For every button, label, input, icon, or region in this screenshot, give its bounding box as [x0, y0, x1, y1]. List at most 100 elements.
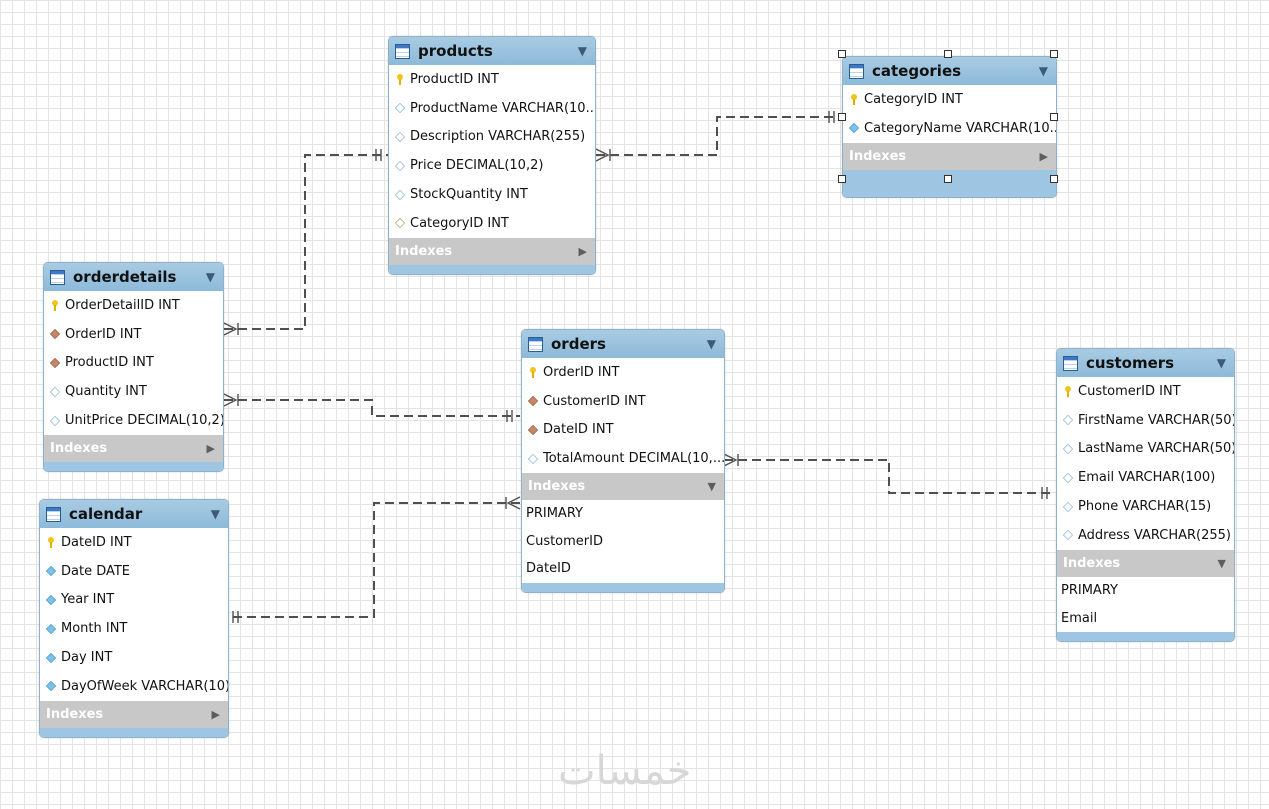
index-row[interactable]: PRIMARY	[1061, 583, 1118, 599]
table-icon	[849, 63, 864, 79]
column-row[interactable]: CustomerID INT	[1057, 377, 1234, 406]
column-row[interactable]: ProductName VARCHAR(10...	[389, 94, 595, 123]
column-row[interactable]: Date DATE	[40, 557, 228, 586]
table-header[interactable]: products ▼	[389, 37, 595, 65]
table-calendar[interactable]: calendar ▼ DateID INT Date DATE Year INT…	[39, 499, 229, 738]
resize-handle[interactable]	[944, 50, 952, 58]
collapse-arrow-icon[interactable]: ▼	[210, 507, 220, 521]
relationship-orders-customers[interactable]	[724, 459, 1055, 494]
collapse-arrow-icon[interactable]: ▼	[706, 337, 716, 351]
column-row[interactable]: DateID INT	[40, 528, 228, 557]
column-row[interactable]: Day INT	[40, 643, 228, 672]
watermark-logo: خمسات	[558, 748, 692, 794]
column-row[interactable]: LastName VARCHAR(50)	[1057, 435, 1234, 464]
table-customers[interactable]: customers ▼ CustomerID INT FirstName VAR…	[1056, 348, 1235, 642]
indexes-header[interactable]: Indexes▶	[389, 237, 595, 265]
column-label: LastName VARCHAR(50)	[1078, 441, 1234, 457]
table-products[interactable]: products ▼ ProductID INT ProductName VAR…	[388, 36, 596, 275]
column-row[interactable]: Email VARCHAR(100)	[1057, 463, 1234, 492]
index-row[interactable]: DateID	[526, 561, 571, 577]
column-label: Phone VARCHAR(15)	[1078, 499, 1212, 515]
indexes-header[interactable]: Indexes ▶	[44, 434, 223, 462]
collapse-arrow-icon[interactable]: ▼	[577, 44, 587, 58]
column-row[interactable]: OrderDetailID INT	[44, 291, 223, 320]
collapse-arrow-icon[interactable]: ▼	[1038, 64, 1048, 78]
column-row[interactable]: Year INT	[40, 586, 228, 615]
table-orders[interactable]: orders ▼ OrderID INT CustomerID INT Date…	[521, 329, 725, 593]
column-row[interactable]: DateID INT	[522, 416, 724, 445]
collapse-arrow-icon[interactable]: ▼	[707, 480, 716, 494]
resize-handle[interactable]	[838, 175, 846, 183]
column-row[interactable]: TotalAmount DECIMAL(10,...	[522, 444, 724, 473]
column-icon	[1062, 415, 1074, 426]
relationship-orders-calendar[interactable]	[228, 502, 520, 618]
column-row[interactable]: CategoryID INT	[389, 209, 595, 238]
column-label: OrderID INT	[543, 364, 620, 380]
column-row[interactable]: Address VARCHAR(255)	[1057, 521, 1234, 550]
expand-arrow-icon[interactable]: ▶	[206, 441, 215, 455]
column-label: CategoryName VARCHAR(10...	[864, 120, 1056, 136]
relationship-orderdetails-products[interactable]	[224, 154, 388, 330]
table-categories[interactable]: categories ▼ CategoryID INT CategoryName…	[842, 56, 1057, 198]
column-row[interactable]: CategoryName VARCHAR(10...	[843, 114, 1056, 143]
table-header[interactable]: orderdetails ▼	[44, 263, 223, 291]
column-row[interactable]: OrderID INT	[522, 358, 724, 387]
collapse-arrow-icon[interactable]: ▼	[1216, 356, 1226, 370]
relationship-products-categories[interactable]	[596, 116, 840, 156]
column-label: DayOfWeek VARCHAR(10)	[61, 678, 228, 694]
collapse-arrow-icon[interactable]: ▼	[205, 270, 215, 284]
primary-key-icon	[849, 94, 859, 106]
table-icon	[50, 269, 65, 285]
column-row[interactable]: CategoryID INT	[843, 85, 1056, 114]
indexes-header[interactable]: Indexes ▶	[40, 700, 228, 728]
column-row[interactable]: ProductID INT	[389, 65, 595, 94]
indexes-header[interactable]: Indexes▼	[1057, 549, 1234, 577]
column-row[interactable]: Phone VARCHAR(15)	[1057, 492, 1234, 521]
resize-handle[interactable]	[1050, 175, 1058, 183]
table-icon	[1063, 355, 1078, 371]
column-row[interactable]: Month INT	[40, 614, 228, 643]
column-row[interactable]: UnitPrice DECIMAL(10,2)	[44, 406, 223, 435]
resize-handle[interactable]	[944, 175, 952, 183]
column-label: Date DATE	[61, 563, 131, 579]
table-header[interactable]: categories ▼	[843, 57, 1056, 85]
column-row[interactable]: Description VARCHAR(255)	[389, 123, 595, 152]
column-label: DateID INT	[61, 534, 132, 550]
column-row[interactable]: StockQuantity INT	[389, 180, 595, 209]
column-row[interactable]: OrderID INT	[44, 320, 223, 349]
column-row[interactable]: Quantity INT	[44, 377, 223, 406]
indexes-header[interactable]: Indexes▶	[843, 142, 1056, 170]
column-label: UnitPrice DECIMAL(10,2)	[65, 413, 223, 429]
resize-handle[interactable]	[1050, 50, 1058, 58]
expand-arrow-icon[interactable]: ▶	[1039, 149, 1048, 163]
table-footer	[843, 169, 1056, 197]
resize-handle[interactable]	[1050, 113, 1058, 121]
column-row[interactable]: Price DECIMAL(10,2)	[389, 151, 595, 180]
column-row[interactable]: CustomerID INT	[522, 387, 724, 416]
table-orderdetails[interactable]: orderdetails ▼ OrderDetailID INT OrderID…	[43, 262, 224, 472]
indexes-header[interactable]: Indexes▼	[522, 473, 724, 501]
table-header[interactable]: calendar ▼	[40, 500, 228, 528]
table-header[interactable]: orders ▼	[522, 330, 724, 358]
table-header[interactable]: customers ▼	[1057, 349, 1234, 377]
index-row[interactable]: Email	[1061, 610, 1098, 626]
primary-key-icon	[528, 367, 538, 379]
relationship-orderdetails-orders[interactable]	[224, 399, 520, 417]
column-row[interactable]: DayOfWeek VARCHAR(10)	[40, 672, 228, 701]
resize-handle[interactable]	[838, 50, 846, 58]
indexes-label: Indexes	[50, 440, 108, 456]
index-row[interactable]: CustomerID	[526, 533, 603, 549]
column-row[interactable]: FirstName VARCHAR(50)	[1057, 406, 1234, 435]
expand-arrow-icon[interactable]: ▶	[211, 707, 220, 721]
column-icon	[45, 594, 57, 606]
column-label: Price DECIMAL(10,2)	[410, 158, 544, 174]
column-row[interactable]: ProductID INT	[44, 349, 223, 378]
resize-handle[interactable]	[838, 113, 846, 121]
expand-arrow-icon[interactable]: ▶	[578, 244, 587, 258]
column-label: Month INT	[61, 621, 128, 637]
indexes-label: Indexes	[46, 706, 104, 722]
index-row[interactable]: PRIMARY	[526, 506, 583, 522]
collapse-arrow-icon[interactable]: ▼	[1217, 556, 1226, 570]
one-mandatory-icon	[375, 149, 382, 161]
